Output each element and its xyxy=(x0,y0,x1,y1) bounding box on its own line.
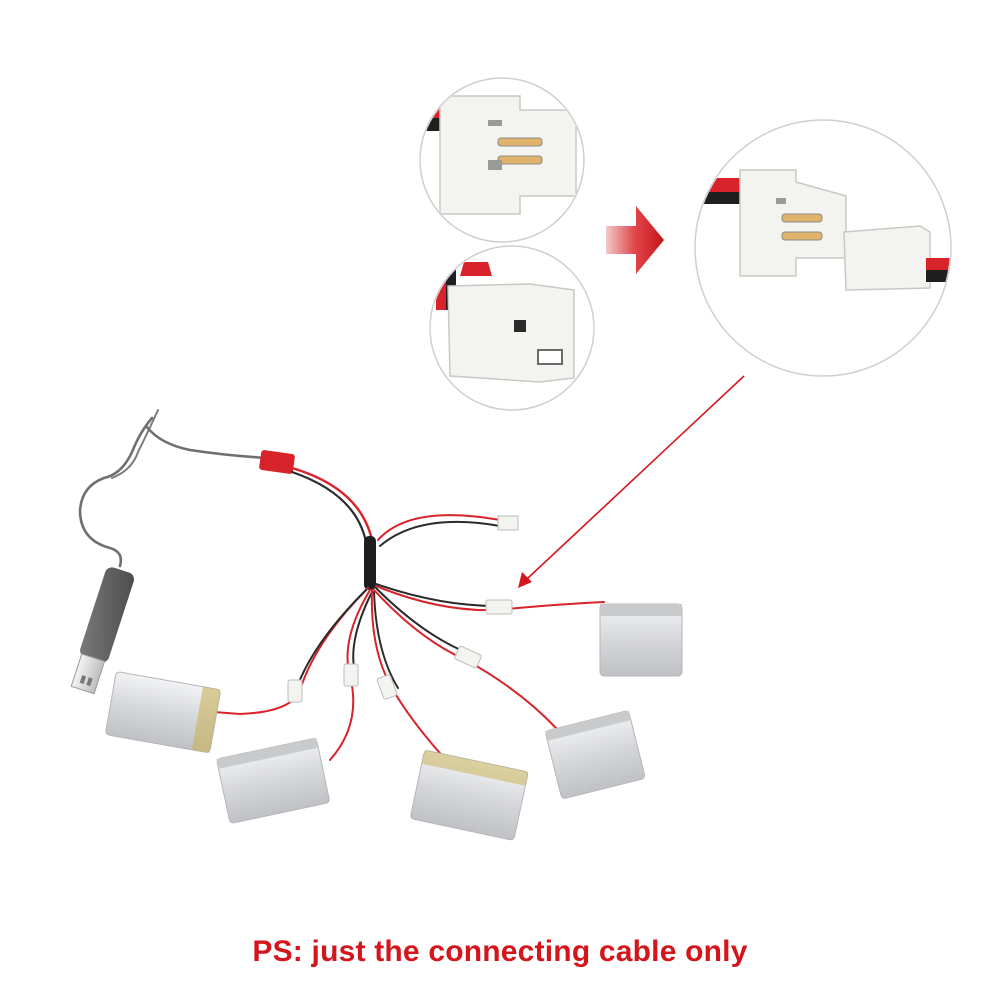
usb-charger-cable xyxy=(78,409,270,568)
jst-connector xyxy=(259,450,295,474)
pointer-arrow xyxy=(518,375,745,588)
harness-connectors xyxy=(287,599,513,703)
battery xyxy=(216,737,330,824)
usb-plug xyxy=(70,567,135,695)
zoom-circle-male-connector xyxy=(419,77,585,243)
zoom-circle-female-connector xyxy=(429,245,595,411)
battery xyxy=(545,710,646,799)
caption-text: PS: just the connecting cable only xyxy=(252,935,748,968)
battery xyxy=(105,671,221,753)
zoom-circle-mated-connectors xyxy=(694,119,952,377)
battery xyxy=(599,603,683,677)
battery xyxy=(410,749,529,841)
wire-harness xyxy=(213,466,605,761)
right-arrow-icon xyxy=(606,206,664,274)
